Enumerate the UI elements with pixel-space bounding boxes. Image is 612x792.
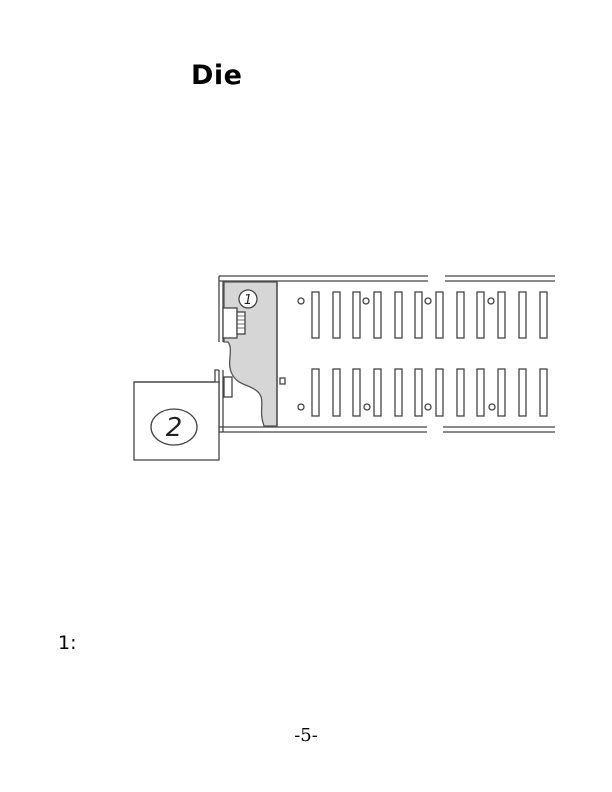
shelf-rows [297, 291, 548, 417]
bottom-wall [219, 426, 555, 433]
post-marker [424, 297, 432, 305]
marker-1-circle [238, 289, 258, 309]
shelf-unit [539, 291, 548, 339]
shelf-unit [394, 368, 403, 417]
left-wall-fixture [222, 307, 238, 339]
vent-block [236, 311, 246, 335]
shelf-unit [476, 368, 485, 417]
post-marker [363, 403, 371, 411]
shelf-unit [332, 291, 341, 339]
item-label: 1: [58, 632, 77, 654]
top-wall [219, 275, 555, 282]
post-marker [487, 297, 495, 305]
post-marker [297, 403, 305, 411]
vent-lines [237, 315, 245, 329]
shelf-unit [497, 368, 506, 417]
shelf-unit [435, 291, 444, 339]
shelf-unit [476, 291, 485, 339]
post-marker [424, 403, 432, 411]
shelf-unit [373, 368, 382, 417]
post-marker [488, 403, 496, 411]
shelf-unit [435, 368, 444, 417]
lower-door-block [223, 376, 233, 398]
shelf-unit [332, 368, 341, 417]
shelf-unit [311, 368, 320, 417]
shelf-unit [414, 291, 423, 339]
shelf-unit [456, 368, 465, 417]
marker-2-label: 2 [166, 413, 183, 443]
shelf-unit [352, 368, 361, 417]
marker-1-label: 1 [244, 293, 252, 308]
shelf-unit [414, 368, 423, 417]
shelf-unit [373, 291, 382, 339]
shelf-unit [311, 291, 320, 339]
connector-line [134, 369, 219, 383]
shelf-unit [497, 291, 506, 339]
shelf-unit [518, 368, 527, 417]
marker-2-circle [150, 408, 198, 446]
shelf-unit [518, 291, 527, 339]
wall-switch [279, 377, 286, 385]
page-number: -5- [294, 725, 318, 746]
post-marker [297, 297, 305, 305]
shelf-unit [456, 291, 465, 339]
shelf-unit [352, 291, 361, 339]
post-marker [362, 297, 370, 305]
shelf-unit [394, 291, 403, 339]
page-heading: Die [191, 60, 243, 91]
shelf-unit [539, 368, 548, 417]
